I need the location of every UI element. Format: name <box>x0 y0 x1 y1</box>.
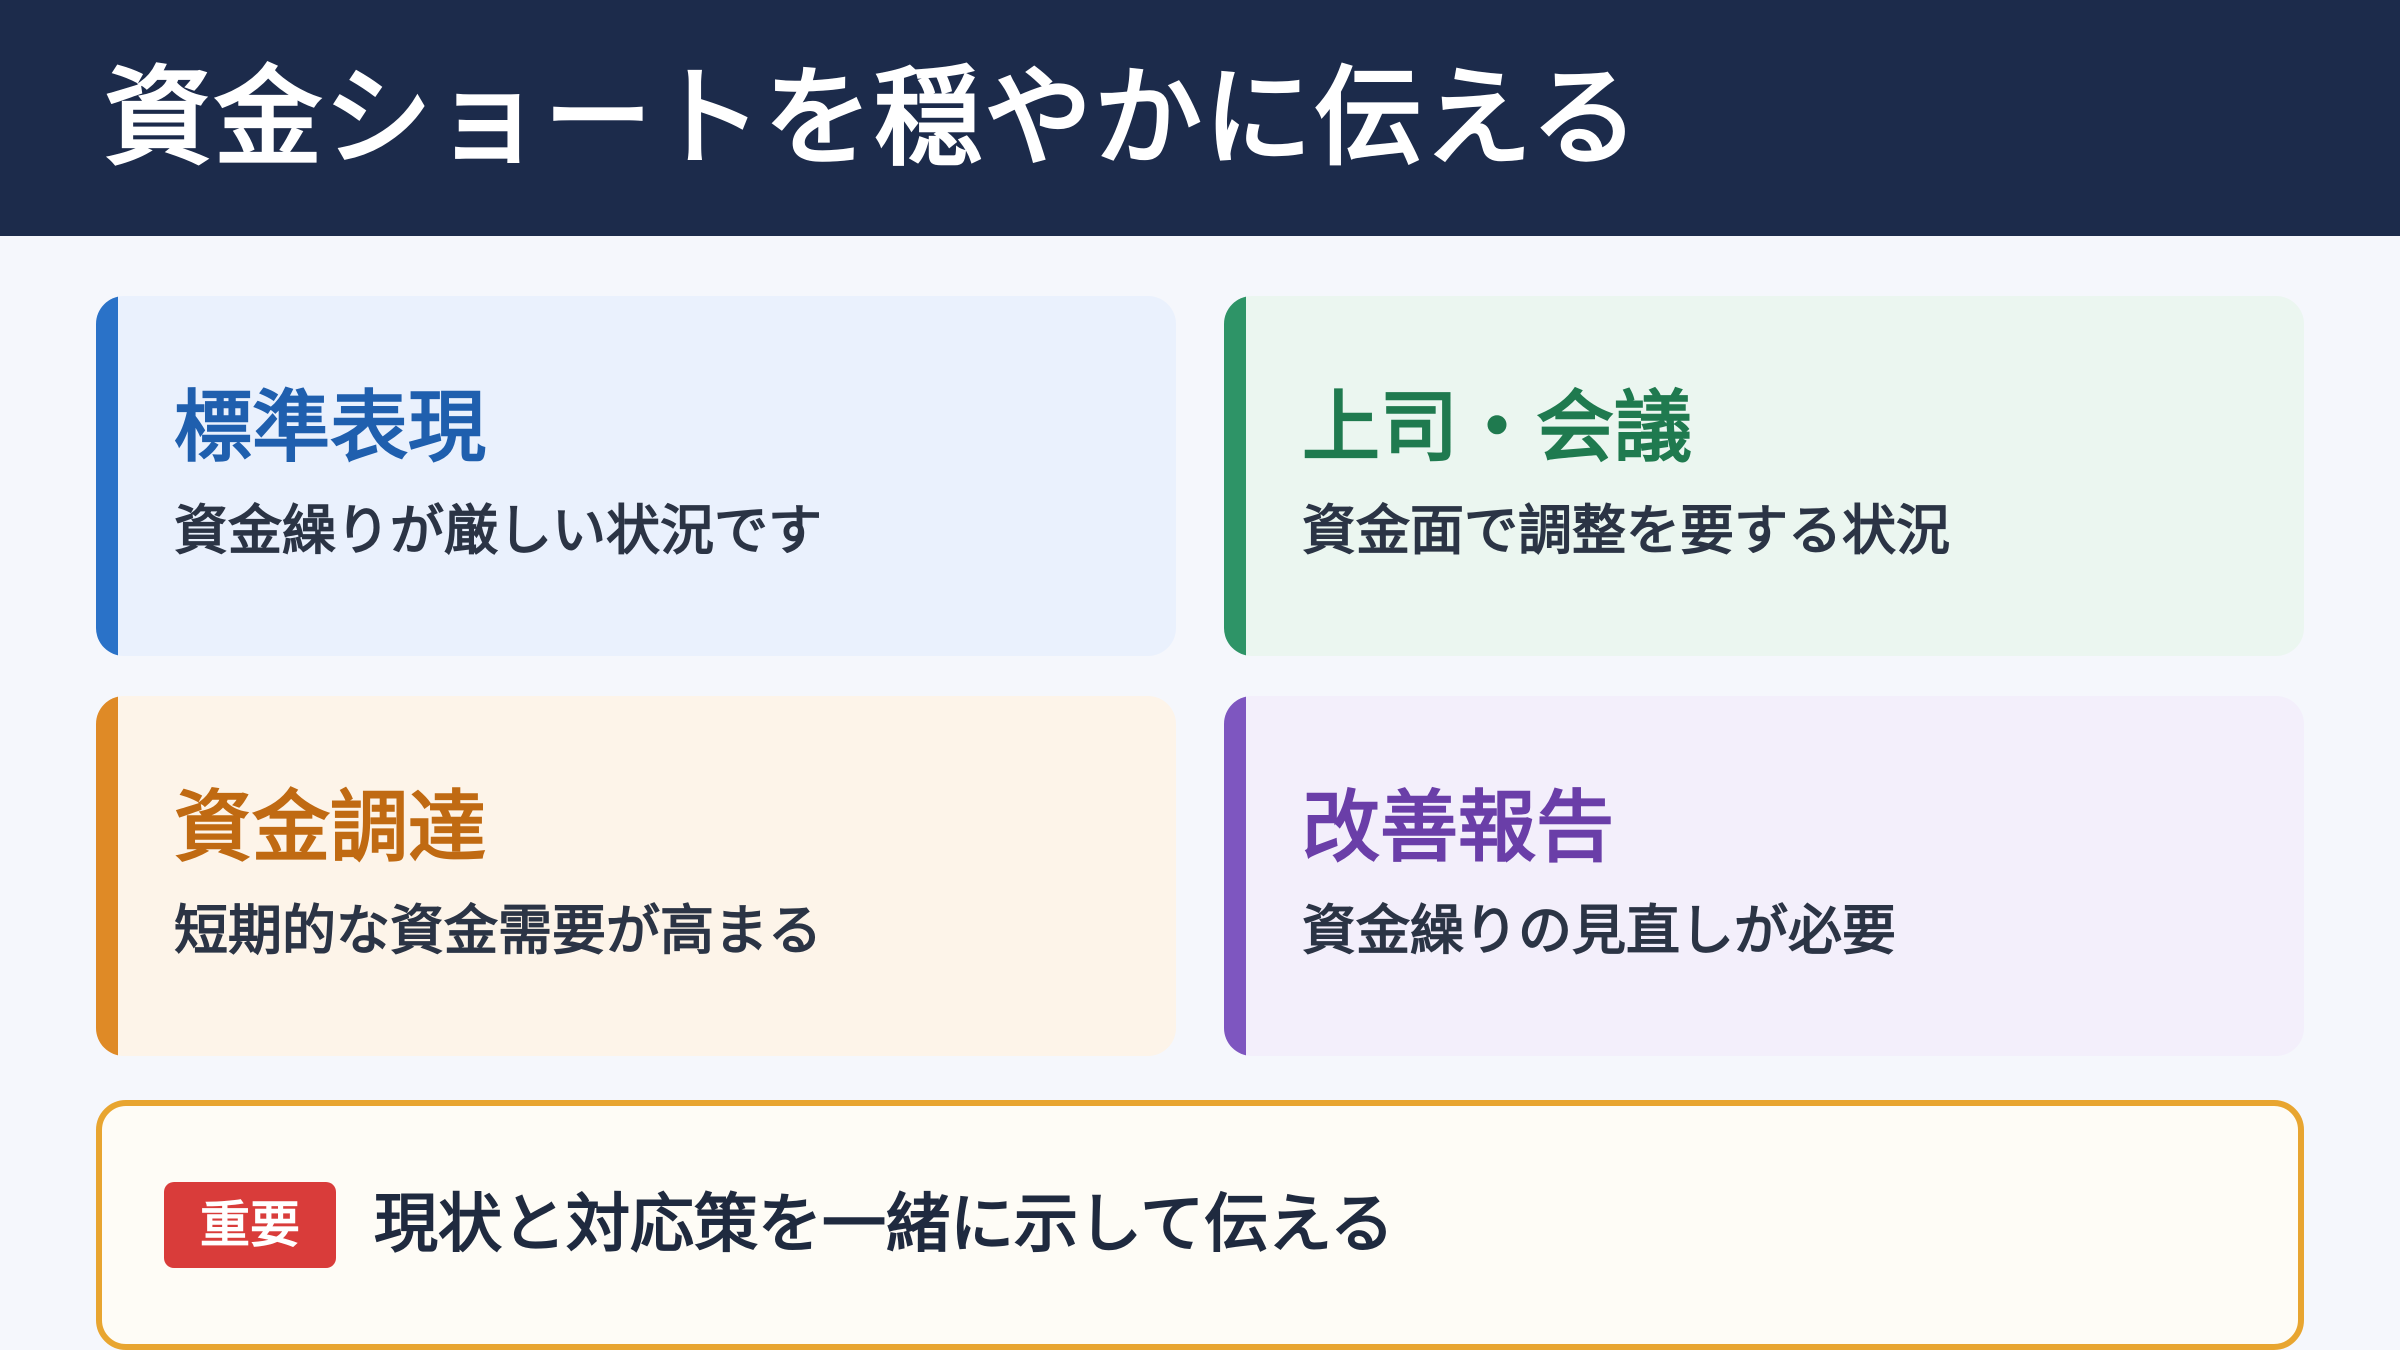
card-title: 上司・会議 <box>1302 383 1693 473</box>
card-improvement-report: 改善報告 資金繰りの見直しが必要 <box>1224 696 2304 1056</box>
header-banner: 資金ショートを穏やかに伝える <box>0 0 2400 236</box>
card-description: 短期的な資金需要が高まる <box>174 899 822 962</box>
card-title: 資金調達 <box>174 783 487 873</box>
card-boss-meeting: 上司・会議 資金面で調整を要する状況 <box>1224 296 2304 656</box>
card-description: 資金繰りが厳しい状況です <box>174 499 822 562</box>
card-accent-bar <box>96 696 118 1056</box>
note-text: 現状と対応策を一緒に示して伝える <box>374 1188 1395 1262</box>
card-accent-bar <box>1224 696 1246 1056</box>
page-title: 資金ショートを穏やかに伝える <box>104 56 1641 181</box>
important-badge: 重要 <box>164 1182 336 1268</box>
important-note: 重要 現状と対応策を一緒に示して伝える <box>96 1100 2304 1350</box>
card-accent-bar <box>96 296 118 656</box>
card-accent-bar <box>1224 296 1246 656</box>
card-title: 改善報告 <box>1302 783 1615 873</box>
card-fundraising: 資金調達 短期的な資金需要が高まる <box>96 696 1176 1056</box>
card-title: 標準表現 <box>174 383 487 473</box>
card-description: 資金面で調整を要する状況 <box>1302 499 1950 562</box>
card-description: 資金繰りの見直しが必要 <box>1302 899 1896 962</box>
card-standard-expression: 標準表現 資金繰りが厳しい状況です <box>96 296 1176 656</box>
